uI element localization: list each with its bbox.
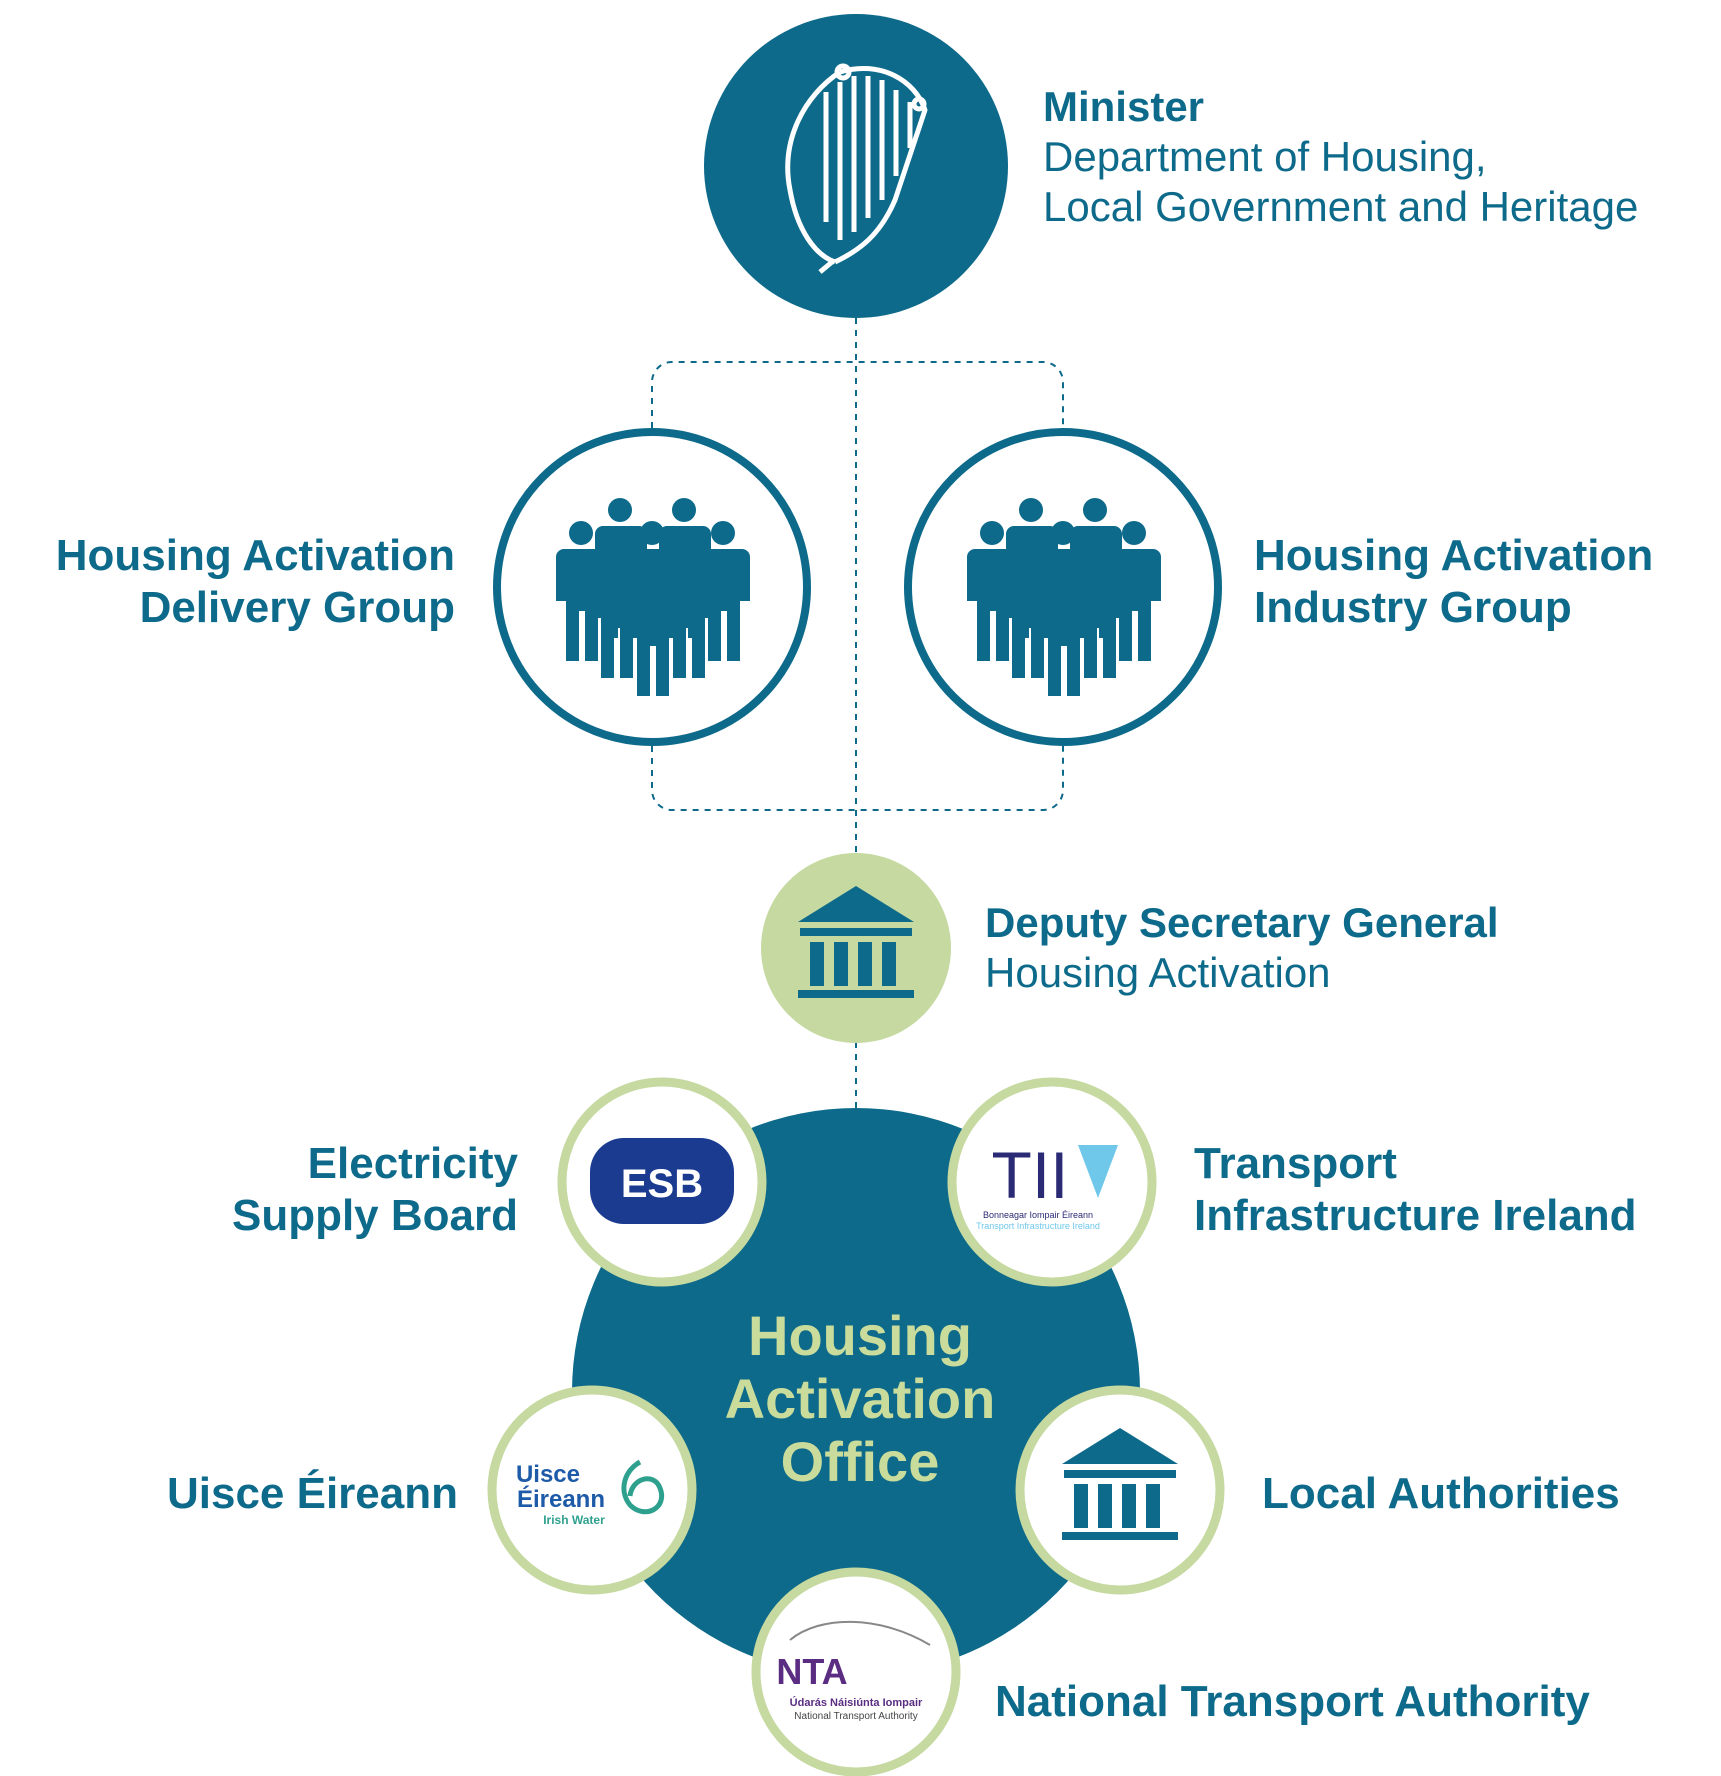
svg-text:Bonneagar Iompair Éireann: Bonneagar Iompair Éireann: [983, 1210, 1093, 1220]
uisce-eireann-logo: Uisce Éireann Irish Water: [516, 1459, 665, 1527]
local-authorities-node: [1015, 1385, 1225, 1595]
industry-group-node: [904, 428, 1222, 746]
deputy-node: [761, 853, 951, 1043]
esb-node: ESB: [557, 1077, 767, 1287]
svg-text:TII: TII: [992, 1138, 1069, 1212]
connector-lines: [651, 318, 1064, 1110]
esb-logo: ESB: [590, 1138, 734, 1224]
department-line2: Local Government and Heritage: [1043, 183, 1639, 230]
nta-node: NTA Údarás Náisiúnta Iompair National Tr…: [751, 1567, 961, 1776]
svg-text:Údarás Náisiúnta Iompair: Údarás Náisiúnta Iompair: [790, 1696, 923, 1709]
harp-icon: [785, 63, 928, 274]
local-authorities-label: Local Authorities: [1262, 1469, 1620, 1518]
office-title-line1: Housing: [748, 1304, 972, 1367]
minister-node: [704, 14, 1008, 318]
svg-text:National Transport Authority: National Transport Authority: [794, 1711, 917, 1722]
office-title-line3: Office: [781, 1430, 940, 1493]
delivery-group-node: [493, 428, 811, 746]
delivery-group-label: Housing Activation Delivery Group: [55, 531, 455, 632]
nta-logo: NTA Údarás Náisiúnta Iompair National Tr…: [776, 1620, 931, 1722]
industry-group-label: Housing Activation Industry Group: [1254, 531, 1654, 632]
minister-label: Minister Department of Housing, Local Go…: [1043, 86, 1638, 228]
esb-label: Electricity Supply Board: [231, 1139, 518, 1240]
svg-text:Transport Infrastructure Irela: Transport Infrastructure Ireland: [976, 1221, 1100, 1231]
tii-node: TII Bonneagar Iompair Éireann Transport …: [947, 1077, 1157, 1287]
nta-label: National Transport Authority: [995, 1677, 1590, 1726]
tii-label: Transport Infrastructure Ireland: [1194, 1139, 1637, 1240]
svg-text:Éireann: Éireann: [517, 1485, 605, 1513]
minister-title: Minister: [1043, 83, 1205, 130]
deputy-label: Deputy Secretary General Housing Activat…: [985, 899, 1499, 996]
uisce-node: Uisce Éireann Irish Water: [487, 1385, 697, 1595]
svg-text:Uisce: Uisce: [516, 1461, 580, 1488]
svg-text:NTA: NTA: [776, 1651, 847, 1692]
svg-text:ESB: ESB: [621, 1162, 703, 1206]
office-title-line2: Activation: [725, 1367, 996, 1430]
uisce-label: Uisce Éireann: [166, 1469, 458, 1518]
svg-text:Irish Water: Irish Water: [543, 1513, 605, 1527]
department-line1: Department of Housing,: [1043, 133, 1487, 180]
tii-logo: TII Bonneagar Iompair Éireann Transport …: [976, 1138, 1118, 1231]
